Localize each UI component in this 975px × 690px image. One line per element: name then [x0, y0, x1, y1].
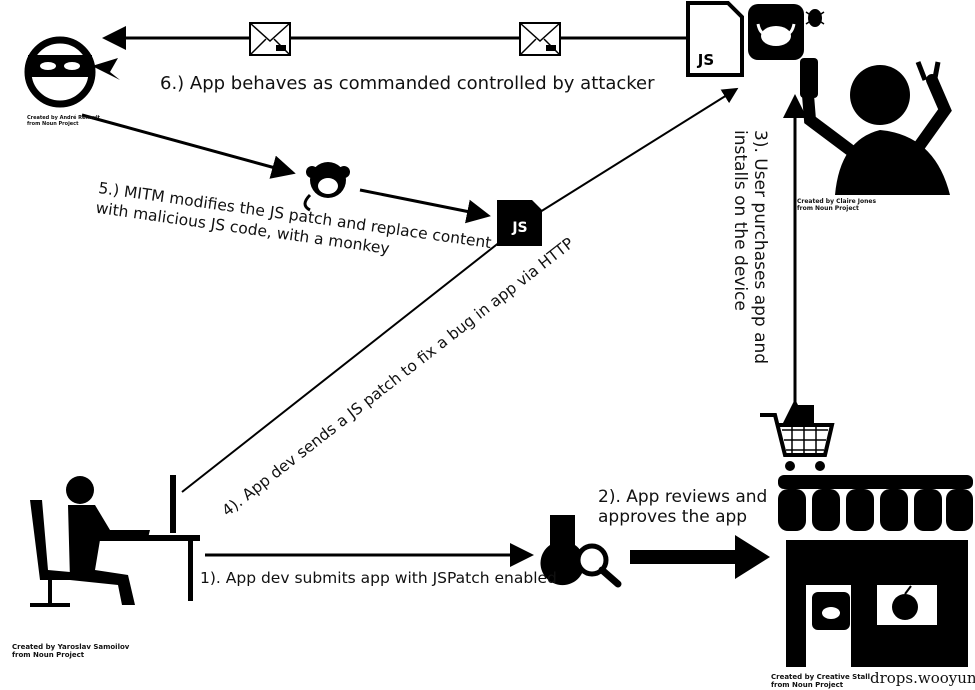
monkey-icon [303, 162, 350, 212]
developer-at-desk-icon [30, 475, 200, 607]
step1-label: 1). App dev submits app with JSPatch ena… [200, 569, 557, 587]
credit-line: from Noun Project [797, 205, 859, 212]
app-store-icon [778, 475, 973, 667]
step3-line1: 3). User purchases app and [750, 130, 770, 365]
app-review-magnifier-icon [540, 515, 622, 588]
arrow-step4a [181, 237, 506, 493]
step3-line2: installs on the device [730, 130, 750, 311]
arrow-step5b [359, 188, 491, 224]
step2-line2: approves the app [598, 507, 748, 527]
credit-store: Created by Creative Stall from Noun Proj… [771, 673, 870, 689]
arrow-step2 [630, 535, 770, 579]
credit-attacker: Created by André Renault from Noun Proje… [27, 115, 100, 127]
bug-icon [805, 9, 825, 27]
credit-user: Created by Claire Jones from Noun Projec… [797, 198, 876, 212]
credit-line: from Noun Project [771, 681, 844, 689]
credit-line: from Noun Project [12, 651, 85, 659]
step2-line1: 2). App reviews and [598, 487, 768, 507]
credit-line: Created by Yaroslav Samoilov [12, 643, 130, 651]
svg-text:JS: JS [511, 220, 527, 236]
envelope-icon [249, 22, 291, 56]
credit-line: Created by Claire Jones [797, 198, 877, 205]
user-with-phone-icon [800, 58, 952, 195]
malicious-app-icon [748, 4, 804, 60]
attacker-ninja-icon [24, 36, 120, 108]
watermark: drops.wooyun.org [870, 669, 975, 687]
credit-line: Created by Creative Stall [771, 673, 871, 681]
credit-line: Created by André Renault [27, 115, 101, 121]
credit-developer: Created by Yaroslav Samoilov from Noun P… [12, 643, 129, 659]
arrow-step4b [539, 87, 739, 213]
svg-text:JS: JS [697, 51, 714, 69]
js-document-icon: JS [686, 1, 744, 77]
step6-label: 6.) App behaves as commanded controlled … [160, 73, 655, 94]
shopping-cart-icon [760, 405, 835, 471]
js-file-icon: JS [497, 200, 542, 246]
credit-line: from Noun Project [27, 121, 79, 127]
arrow-step5a [81, 113, 296, 179]
step2-label: 2). App reviews and approves the app [598, 487, 767, 527]
step3-label: 3). User purchases app and installs on t… [730, 130, 770, 364]
envelope-icon [519, 22, 561, 56]
